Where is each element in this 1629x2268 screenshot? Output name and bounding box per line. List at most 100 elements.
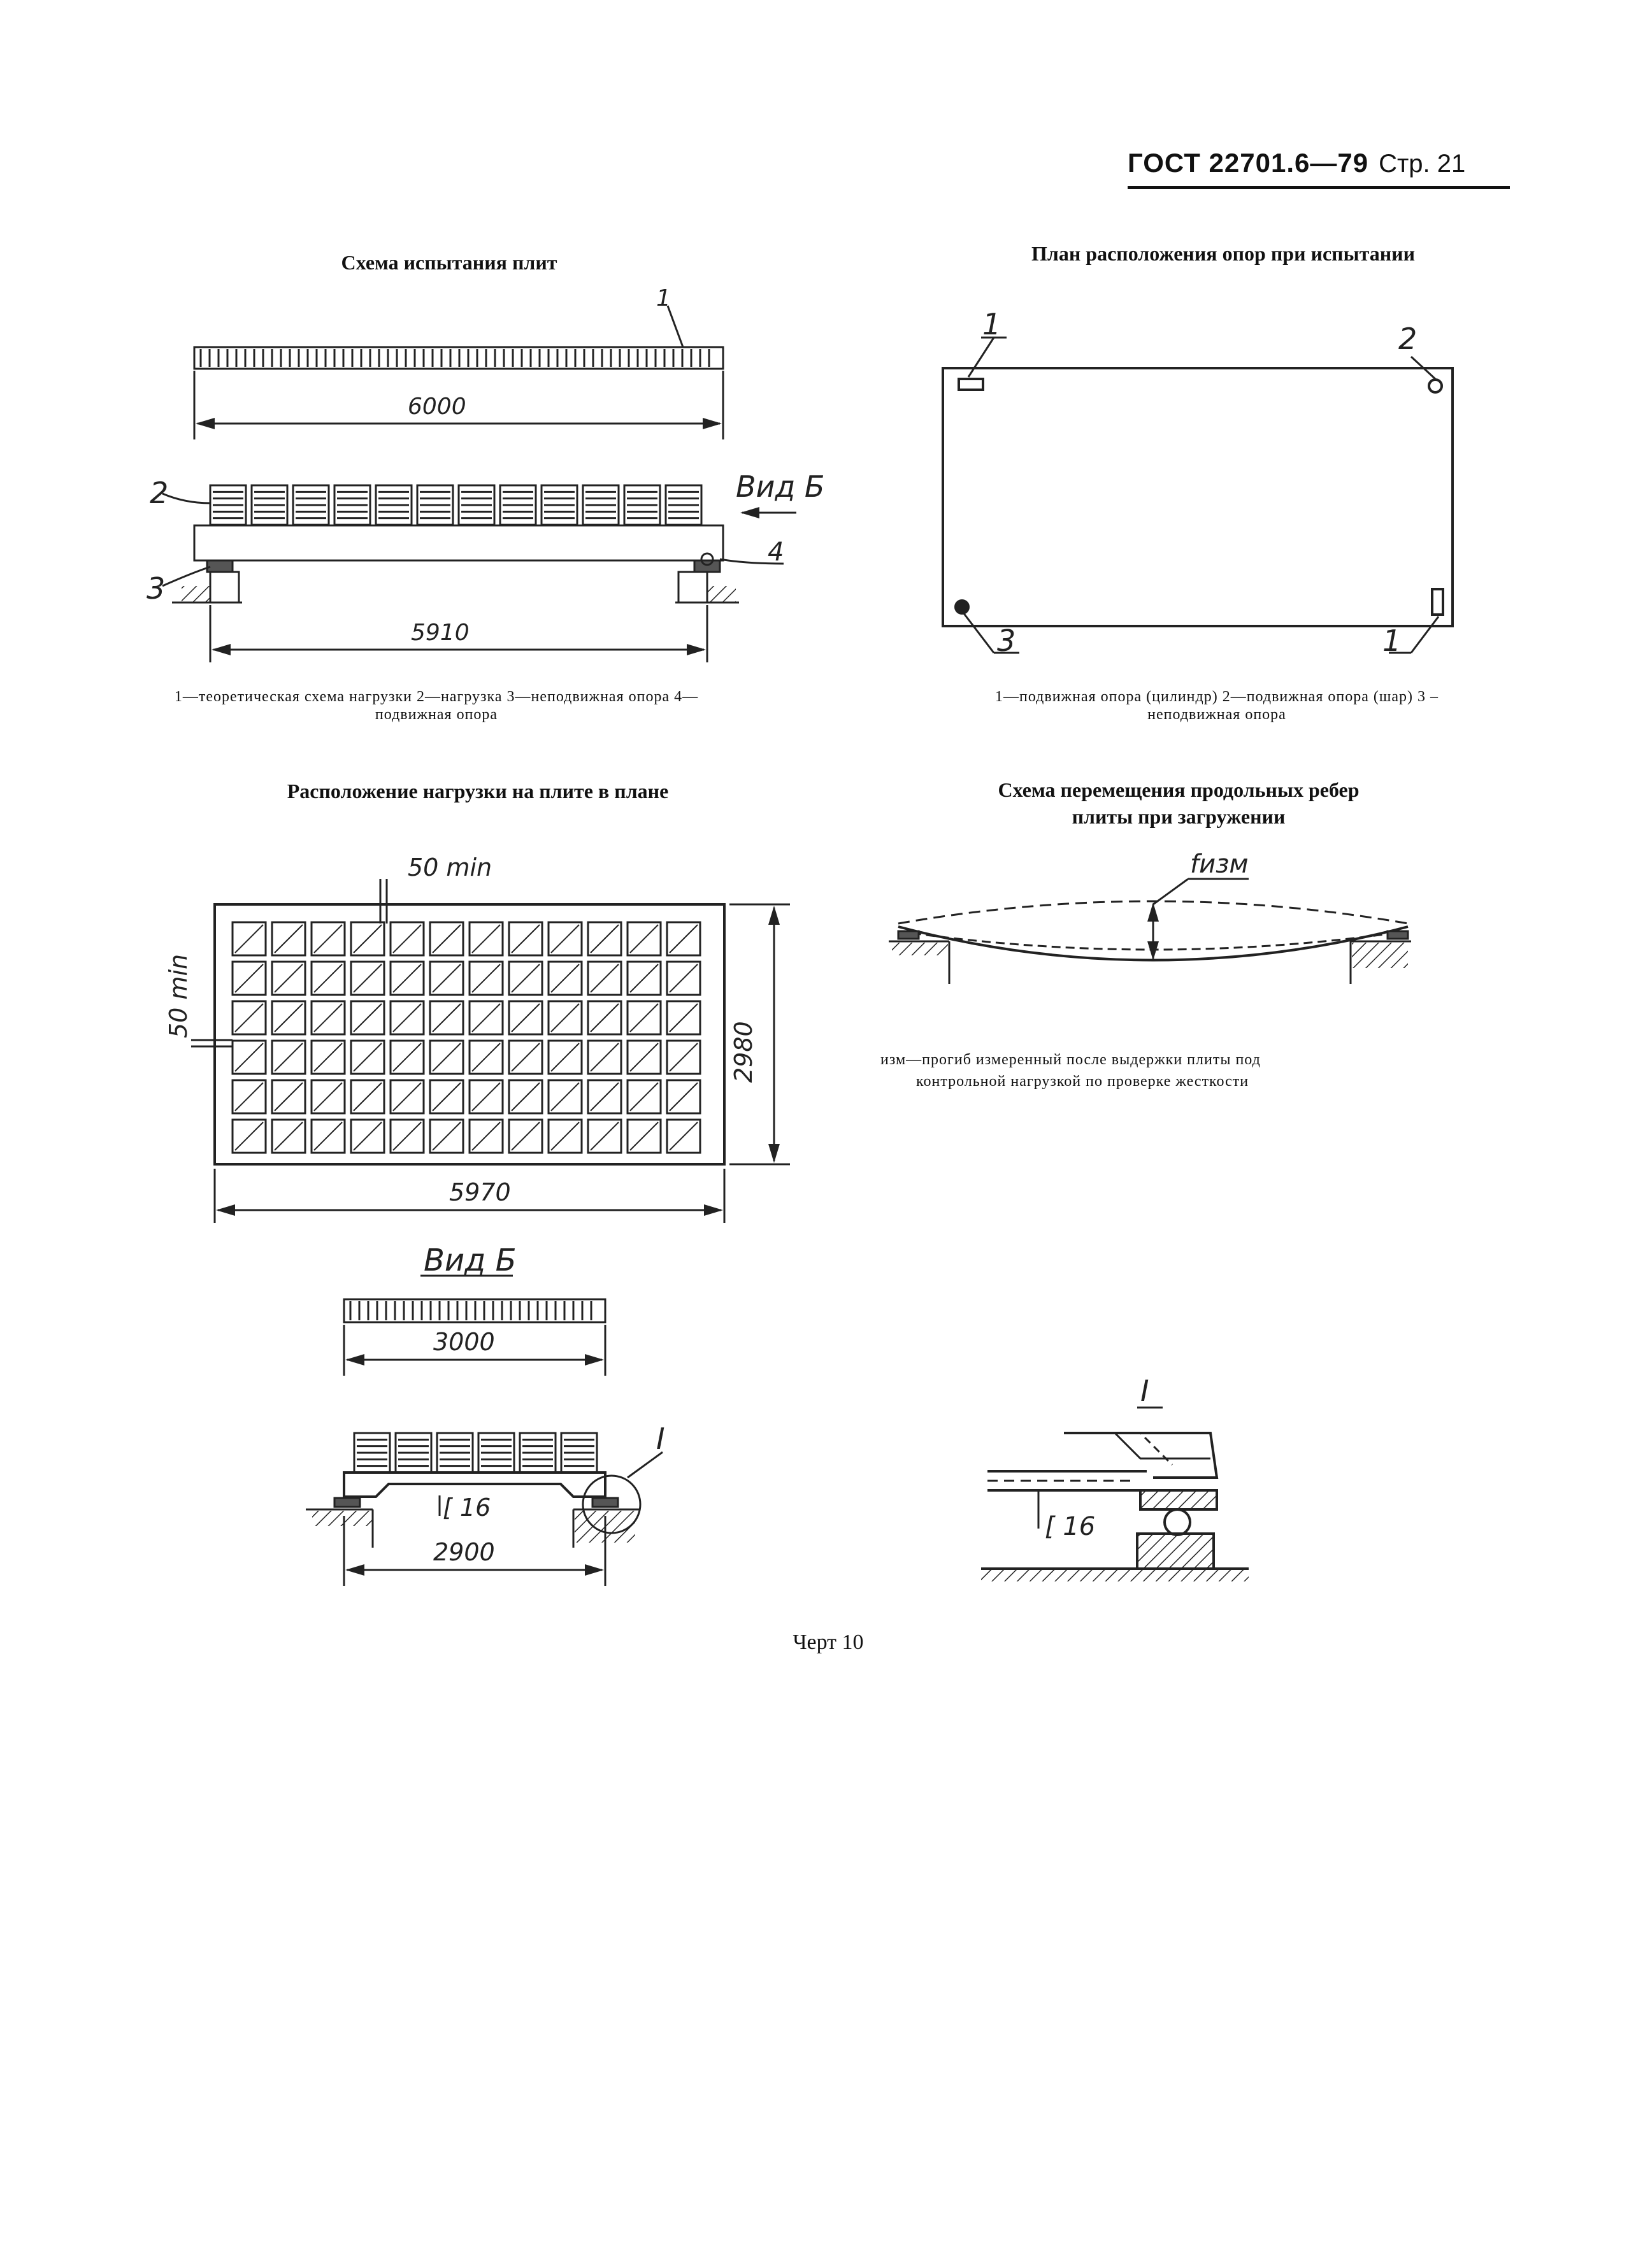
rib-scheme-caption-line2: контрольной нагрузкой по проверке жестко… <box>916 1073 1249 1090</box>
load-cell-diagonal <box>590 1003 619 1032</box>
load-cell-diagonal <box>669 1122 698 1151</box>
load-cell-diagonal <box>471 1003 501 1032</box>
detail-channel-label: [ 16 <box>1045 1512 1095 1541</box>
load-cell-diagonal <box>392 1003 422 1032</box>
load-cell <box>587 1000 622 1036</box>
dim-2900: 2900 <box>433 1538 495 1566</box>
load-cell <box>547 1000 583 1036</box>
load-cell-diagonal <box>234 1003 264 1032</box>
test-scheme-figure <box>162 305 796 662</box>
load-grid <box>231 921 701 1154</box>
load-cell-diagonal <box>629 1003 659 1032</box>
page-number: Стр. 21 <box>1379 150 1466 178</box>
load-cell-diagonal <box>590 1122 619 1151</box>
channel-label: [ 16 <box>443 1494 491 1522</box>
load-blocks <box>209 484 703 526</box>
load-cell <box>429 1118 464 1154</box>
load-cell <box>231 1000 267 1036</box>
load-cell <box>587 960 622 996</box>
load-cell <box>231 960 267 996</box>
load-cell <box>271 1118 306 1154</box>
load-cell <box>626 1118 662 1154</box>
load-cell <box>468 1079 504 1115</box>
detail-i-title: I <box>1140 1374 1149 1408</box>
load-cell-diagonal <box>234 1043 264 1072</box>
load-cell <box>429 960 464 996</box>
load-cell <box>389 1000 425 1036</box>
view-b-load-blocks <box>353 1432 598 1474</box>
plan-label-2: 2 <box>1398 322 1417 356</box>
load-cell-diagonal <box>550 1003 580 1032</box>
load-cell-diagonal <box>353 1003 382 1032</box>
fixed-support-3 <box>954 599 970 615</box>
load-cell-diagonal <box>353 924 382 953</box>
view-b-title: Вид Б <box>424 1243 517 1278</box>
load-cell <box>587 921 622 957</box>
load-cell-diagonal <box>550 964 580 993</box>
load-cell-diagonal <box>432 1082 461 1111</box>
load-cell <box>508 960 543 996</box>
load-cell-diagonal <box>669 1003 698 1032</box>
label-2: 2 <box>150 476 168 510</box>
load-cell-diagonal <box>629 1082 659 1111</box>
load-cell-diagonal <box>274 1043 303 1072</box>
load-cell-diagonal <box>234 1122 264 1151</box>
load-cell-diagonal <box>511 924 540 953</box>
load-cell <box>429 1000 464 1036</box>
label-1: 1 <box>656 285 671 311</box>
load-cell-diagonal <box>471 1122 501 1151</box>
deflection-symbol: fизм <box>1190 850 1249 879</box>
detail-roller <box>1163 1508 1191 1536</box>
slab-outline <box>942 367 1454 627</box>
dim-2980: 2980 <box>729 1021 757 1083</box>
load-cell <box>271 921 306 957</box>
load-cell <box>626 1079 662 1115</box>
load-cell <box>389 960 425 996</box>
load-cell-diagonal <box>313 1082 343 1111</box>
load-plan-figure <box>191 879 790 1223</box>
load-cell <box>429 921 464 957</box>
load-cell <box>350 921 385 957</box>
load-cell <box>547 1118 583 1154</box>
plan-label-1a: 1 <box>982 307 1001 341</box>
support-plan-title: План расположения опор при испытании <box>1031 242 1415 265</box>
ball-support-2 <box>1428 378 1443 394</box>
load-cell-diagonal <box>234 924 264 953</box>
load-cell <box>547 1079 583 1115</box>
load-cell <box>350 960 385 996</box>
load-cell-diagonal <box>669 964 698 993</box>
load-cell-diagonal <box>234 1082 264 1111</box>
detail-plate <box>1139 1489 1218 1511</box>
theoretical-load-strip <box>193 346 724 370</box>
load-cell <box>310 1079 346 1115</box>
detail-pedestal <box>1136 1532 1215 1570</box>
load-cell-diagonal <box>471 1043 501 1072</box>
load-cell-diagonal <box>353 1082 382 1111</box>
load-cell <box>310 921 346 957</box>
view-b-figure <box>306 1274 663 1586</box>
load-cell-diagonal <box>432 1003 461 1032</box>
load-cell <box>271 1000 306 1036</box>
left-pedestal <box>209 571 240 604</box>
load-cell-diagonal <box>313 1122 343 1151</box>
load-cell-diagonal <box>392 924 422 953</box>
load-cell-diagonal <box>392 1043 422 1072</box>
load-cell <box>587 1118 622 1154</box>
load-cell-diagonal <box>471 924 501 953</box>
load-cell <box>350 1118 385 1154</box>
test-scheme-title: Схема испытания плит <box>341 251 557 274</box>
detail-i-figure <box>981 1406 1249 1581</box>
load-cell-diagonal <box>392 1082 422 1111</box>
load-cell <box>310 1000 346 1036</box>
load-cell-diagonal <box>590 924 619 953</box>
load-cell-diagonal <box>471 1082 501 1111</box>
load-cell <box>508 1000 543 1036</box>
load-cell <box>626 921 662 957</box>
load-cell <box>666 921 701 957</box>
dim-gap-x: 50 min <box>408 853 492 881</box>
load-cell <box>389 1118 425 1154</box>
load-cell <box>350 1079 385 1115</box>
label-3: 3 <box>147 571 165 606</box>
load-cell <box>468 1000 504 1036</box>
load-cell <box>231 921 267 957</box>
